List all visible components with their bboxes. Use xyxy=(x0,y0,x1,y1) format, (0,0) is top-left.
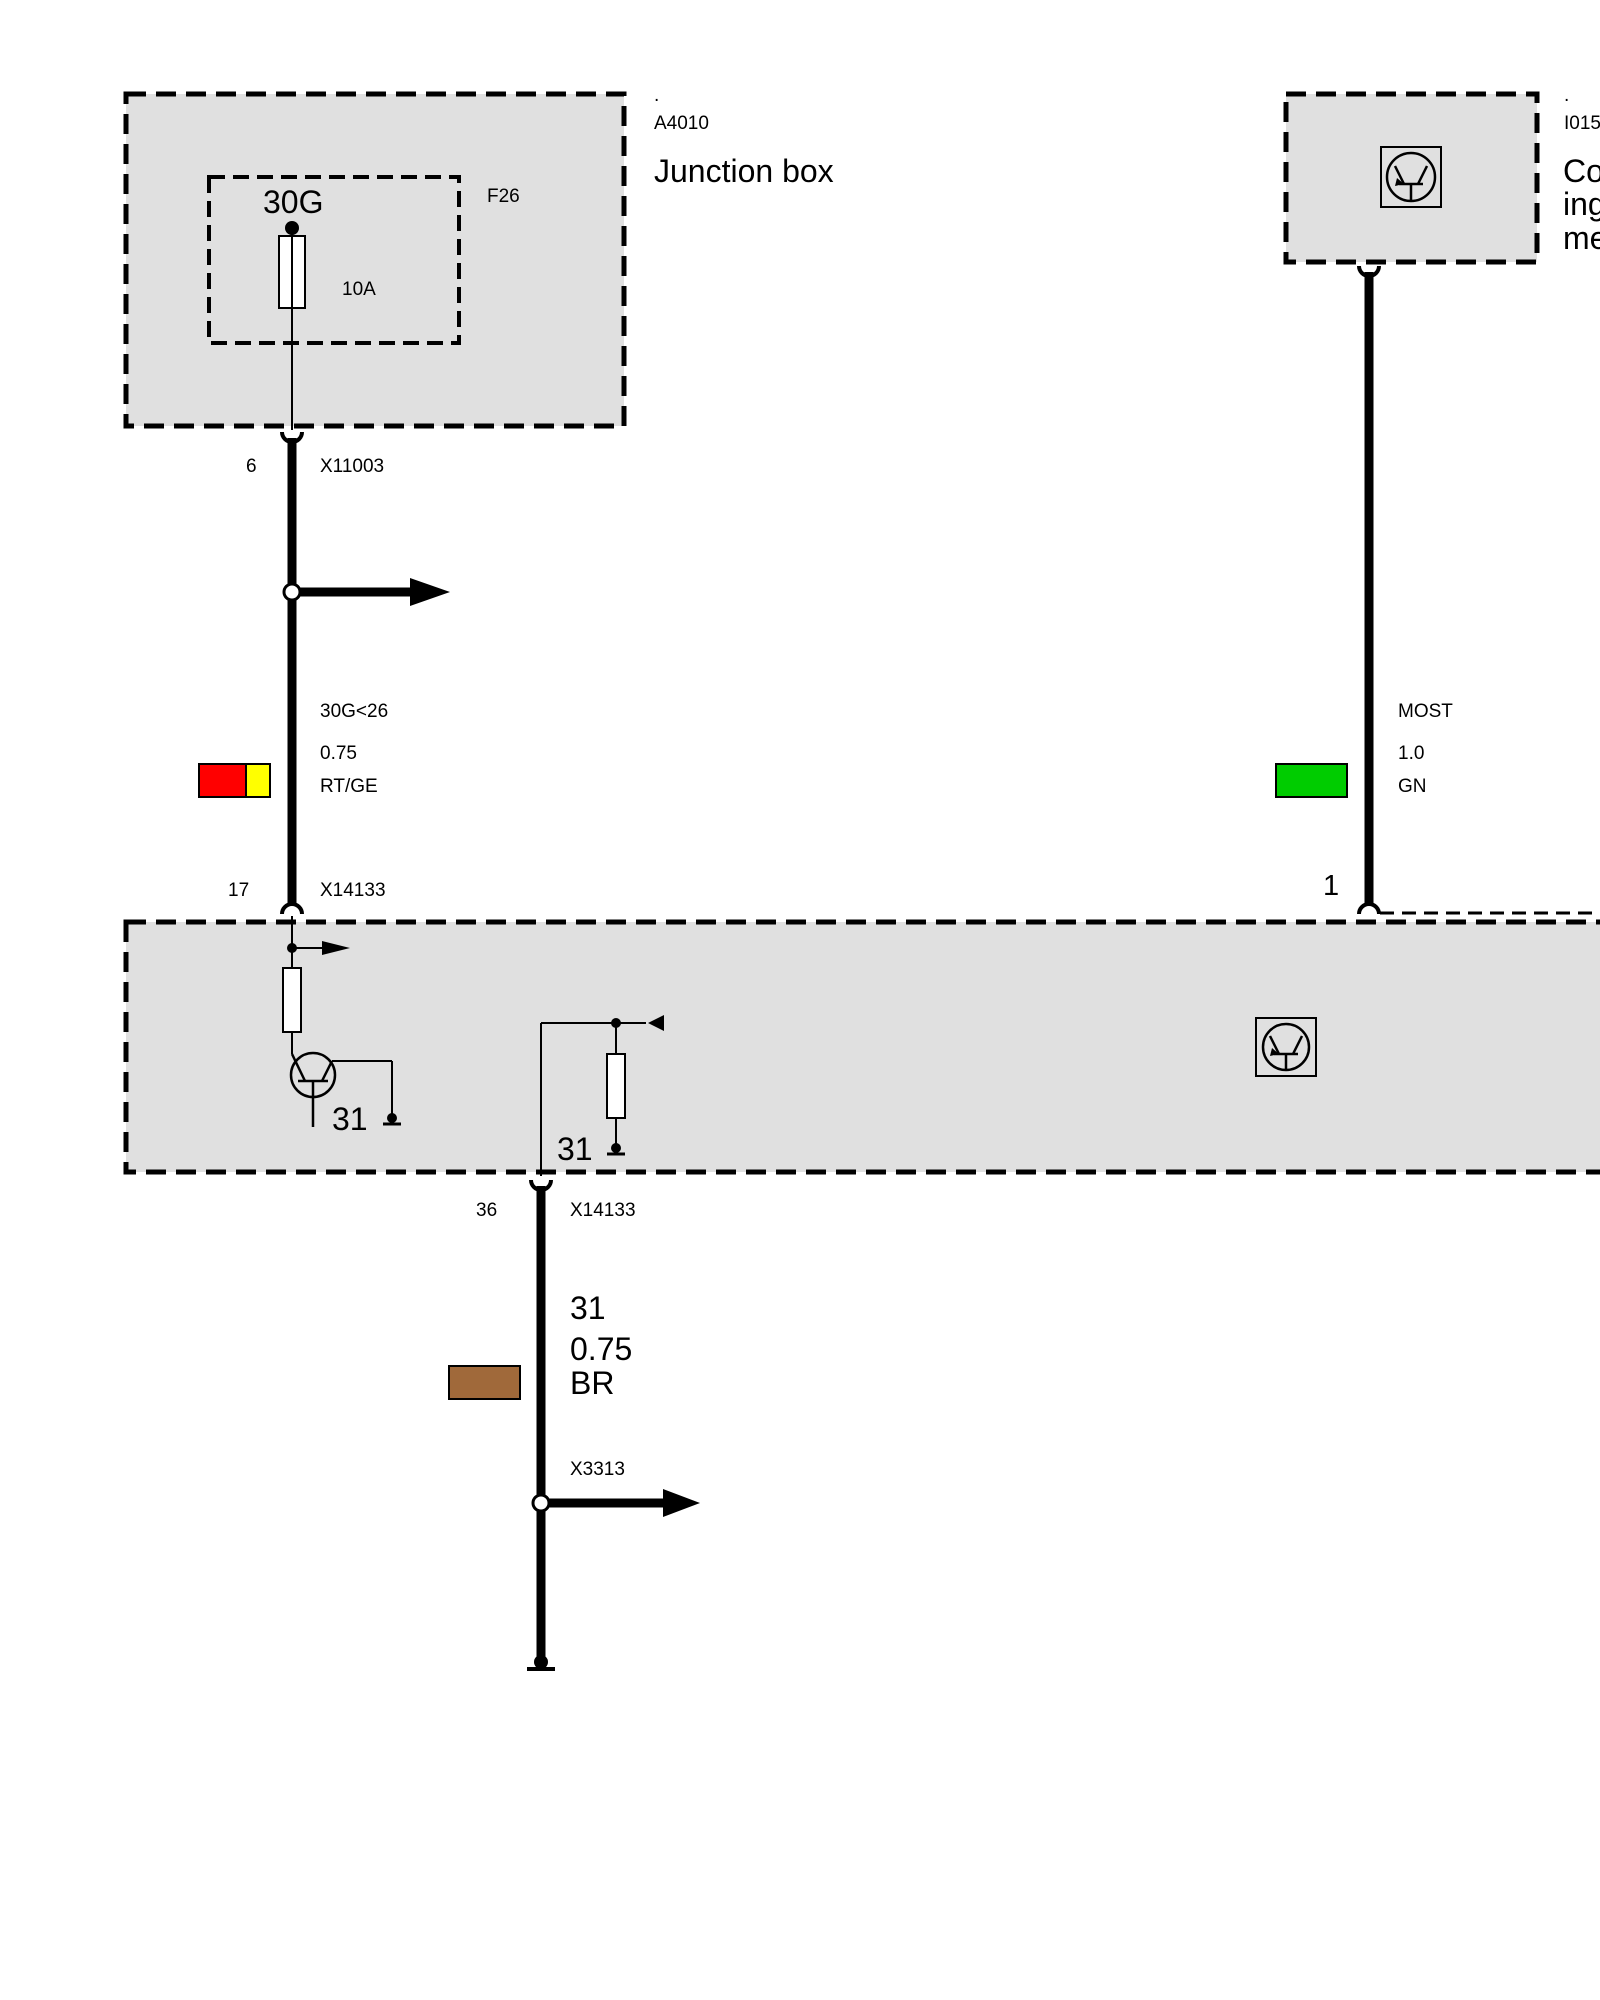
wire-most-size: 1.0 xyxy=(1398,743,1425,764)
arrow-right-icon xyxy=(531,1489,700,1517)
swatch-yellow xyxy=(245,763,271,798)
most-pin: 1 xyxy=(1323,870,1340,902)
x14133-bottom-id: X14133 xyxy=(570,1200,636,1221)
arrow-right-icon xyxy=(282,578,450,606)
ground-icon xyxy=(527,1655,555,1671)
fuse-rating: 10A xyxy=(342,279,376,300)
wire-most[interactable] xyxy=(1357,265,1381,915)
x11003-pin: 6 xyxy=(246,456,257,477)
junction-box-name: Junction box xyxy=(654,153,834,189)
module-box[interactable] xyxy=(123,919,1600,1175)
transistor-icon xyxy=(1255,1017,1317,1077)
wire-most-signal: MOST xyxy=(1398,701,1453,722)
x11003-id: X11003 xyxy=(320,456,385,477)
x14133-top-pin: 17 xyxy=(228,880,250,901)
fuse-terminal: 30G xyxy=(263,184,324,220)
module-circuit-right xyxy=(540,1015,664,1176)
x14133-top-id: X14133 xyxy=(320,880,386,901)
wire-30g-signal: 30G<26 xyxy=(320,701,389,722)
wire-30g[interactable] xyxy=(280,431,304,915)
control-unit-name-line: me xyxy=(1563,219,1600,256)
control-unit-name-line: Co xyxy=(1563,153,1600,189)
wire-31[interactable] xyxy=(529,1179,553,1666)
swatch-red xyxy=(198,763,247,798)
control-unit-name-line: ing xyxy=(1563,186,1600,223)
ground-label-2: 31 xyxy=(557,1131,593,1167)
junction-box-dot: . xyxy=(654,85,660,106)
wire-most-color-swatch xyxy=(1275,763,1348,798)
ground-label-1: 31 xyxy=(332,1101,368,1137)
x3313-id: X3313 xyxy=(570,1459,625,1480)
wire-31-color-code: BR xyxy=(570,1365,615,1401)
wire-most-color-code: GN xyxy=(1398,776,1427,797)
wire-31-color-swatch xyxy=(448,1365,521,1400)
wire-31-size: 0.75 xyxy=(570,1331,633,1367)
transistor-icon xyxy=(1380,146,1442,208)
module-circuit-left xyxy=(282,916,401,1127)
wire-30g-color-code: RT/GE xyxy=(320,776,378,797)
control-unit-id: I015 xyxy=(1564,113,1600,134)
control-unit-name: Co ing me xyxy=(1563,153,1600,256)
wire-30g-color-swatch xyxy=(198,763,271,798)
control-unit-dot: . xyxy=(1564,85,1570,106)
wire-31-signal: 31 xyxy=(570,1290,606,1326)
x14133-bottom-pin: 36 xyxy=(476,1200,498,1221)
fuse-icon xyxy=(278,221,306,430)
fuse-box[interactable] xyxy=(207,175,461,345)
junction-box-id: A4010 xyxy=(654,113,709,134)
wire-30g-size: 0.75 xyxy=(320,743,357,764)
fuse-id: F26 xyxy=(487,186,520,207)
